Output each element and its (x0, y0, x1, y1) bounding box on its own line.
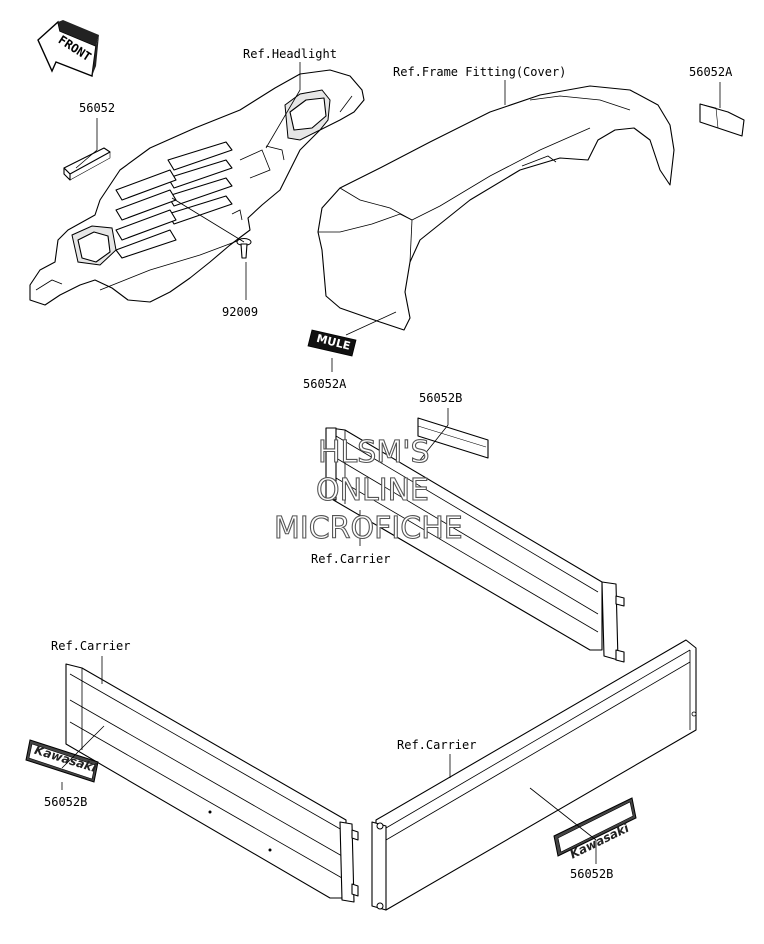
part-56052B-decal-top (417, 417, 489, 459)
label-ref-headlight: Ref.Headlight (243, 47, 337, 61)
label-56052A-bottom: 56052A (303, 377, 347, 391)
rear-carrier-panel (325, 427, 625, 663)
label-ref-carrier-rear: Ref.Carrier (311, 552, 390, 566)
label-56052B-right: 56052B (570, 867, 613, 881)
label-ref-carrier-right: Ref.Carrier (397, 738, 476, 752)
watermark-line3: MICROFICHE (274, 511, 463, 546)
headlight-cover-part (29, 69, 365, 306)
left-carrier-panel (65, 663, 359, 903)
screw-92009-icon (236, 238, 252, 259)
label-56052A-right: 56052A (689, 65, 733, 79)
part-56052A-decal-right (699, 103, 745, 137)
part-56052-strip (63, 147, 111, 181)
mule-emblem-decal: MULE (307, 329, 357, 357)
label-56052B-left: 56052B (44, 795, 87, 809)
grille (115, 141, 233, 259)
frame-fitting-cover-part (317, 85, 675, 331)
watermark: HLSM'S ONLINE MICROFICHE (273, 434, 463, 546)
label-56052B-top: 56052B (419, 391, 462, 405)
front-arrow-icon: FRONT (37, 20, 99, 77)
label-56052-top: 56052 (79, 101, 115, 115)
label-ref-carrier-left: Ref.Carrier (51, 639, 130, 653)
kawasaki-decal-right: Kawasaki (553, 797, 637, 862)
right-carrier-panel (371, 639, 697, 911)
label-ref-frame-fitting: Ref.Frame Fitting(Cover) (393, 65, 566, 79)
watermark-line1: HLSM'S (318, 435, 430, 470)
label-92009: 92009 (222, 305, 258, 319)
watermark-line2: ONLINE (316, 473, 429, 508)
leader-lines (61, 62, 721, 864)
